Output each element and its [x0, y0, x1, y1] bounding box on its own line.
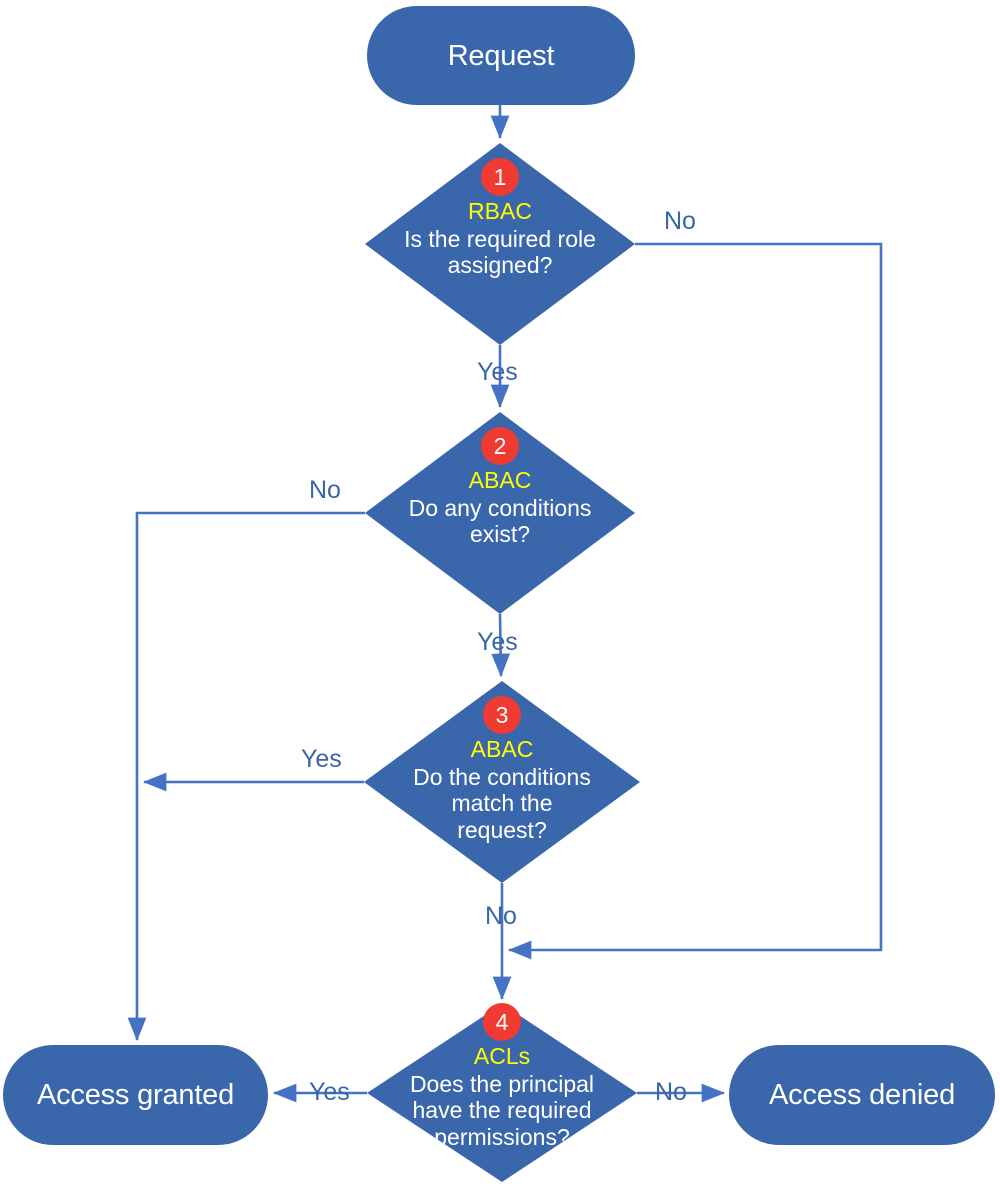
edge-label-d1-yes: Yes [477, 358, 518, 386]
edge-label-d2-no: No [309, 476, 341, 504]
edge-label-d3-no: No [485, 902, 517, 930]
edge-label-d2-yes: Yes [477, 628, 518, 656]
node-decision-2-shape[interactable] [365, 412, 635, 614]
decision-3-badge-number: 3 [495, 702, 509, 728]
node-granted-shape[interactable] [3, 1045, 268, 1145]
edge-d1-no-to-d4 [507, 242, 883, 960]
edge-label-d4-no: No [655, 1078, 687, 1106]
decision-3-badge: 3 [483, 696, 521, 734]
edge-d2-no-to-granted [127, 511, 365, 1042]
edge-d2-yes-to-d3 [491, 613, 510, 678]
node-decision-1-shape[interactable] [365, 143, 635, 345]
node-denied-shape[interactable] [729, 1045, 995, 1145]
edge-label-d4-yes: Yes [309, 1078, 350, 1106]
node-start-shape[interactable] [367, 6, 635, 105]
decision-4-badge: 4 [483, 1003, 521, 1041]
node-decision-4-shape[interactable] [367, 1004, 637, 1182]
decision-2-badge: 2 [481, 427, 519, 465]
decision-2-badge-number: 2 [493, 433, 507, 459]
edge-label-d3-yes: Yes [301, 745, 342, 773]
edge-label-d1-no: No [664, 207, 696, 235]
decision-4-badge-number: 4 [495, 1009, 509, 1035]
decision-1-badge: 1 [481, 158, 519, 196]
node-decision-3-shape[interactable] [364, 681, 640, 883]
decision-1-badge-number: 1 [493, 164, 507, 190]
